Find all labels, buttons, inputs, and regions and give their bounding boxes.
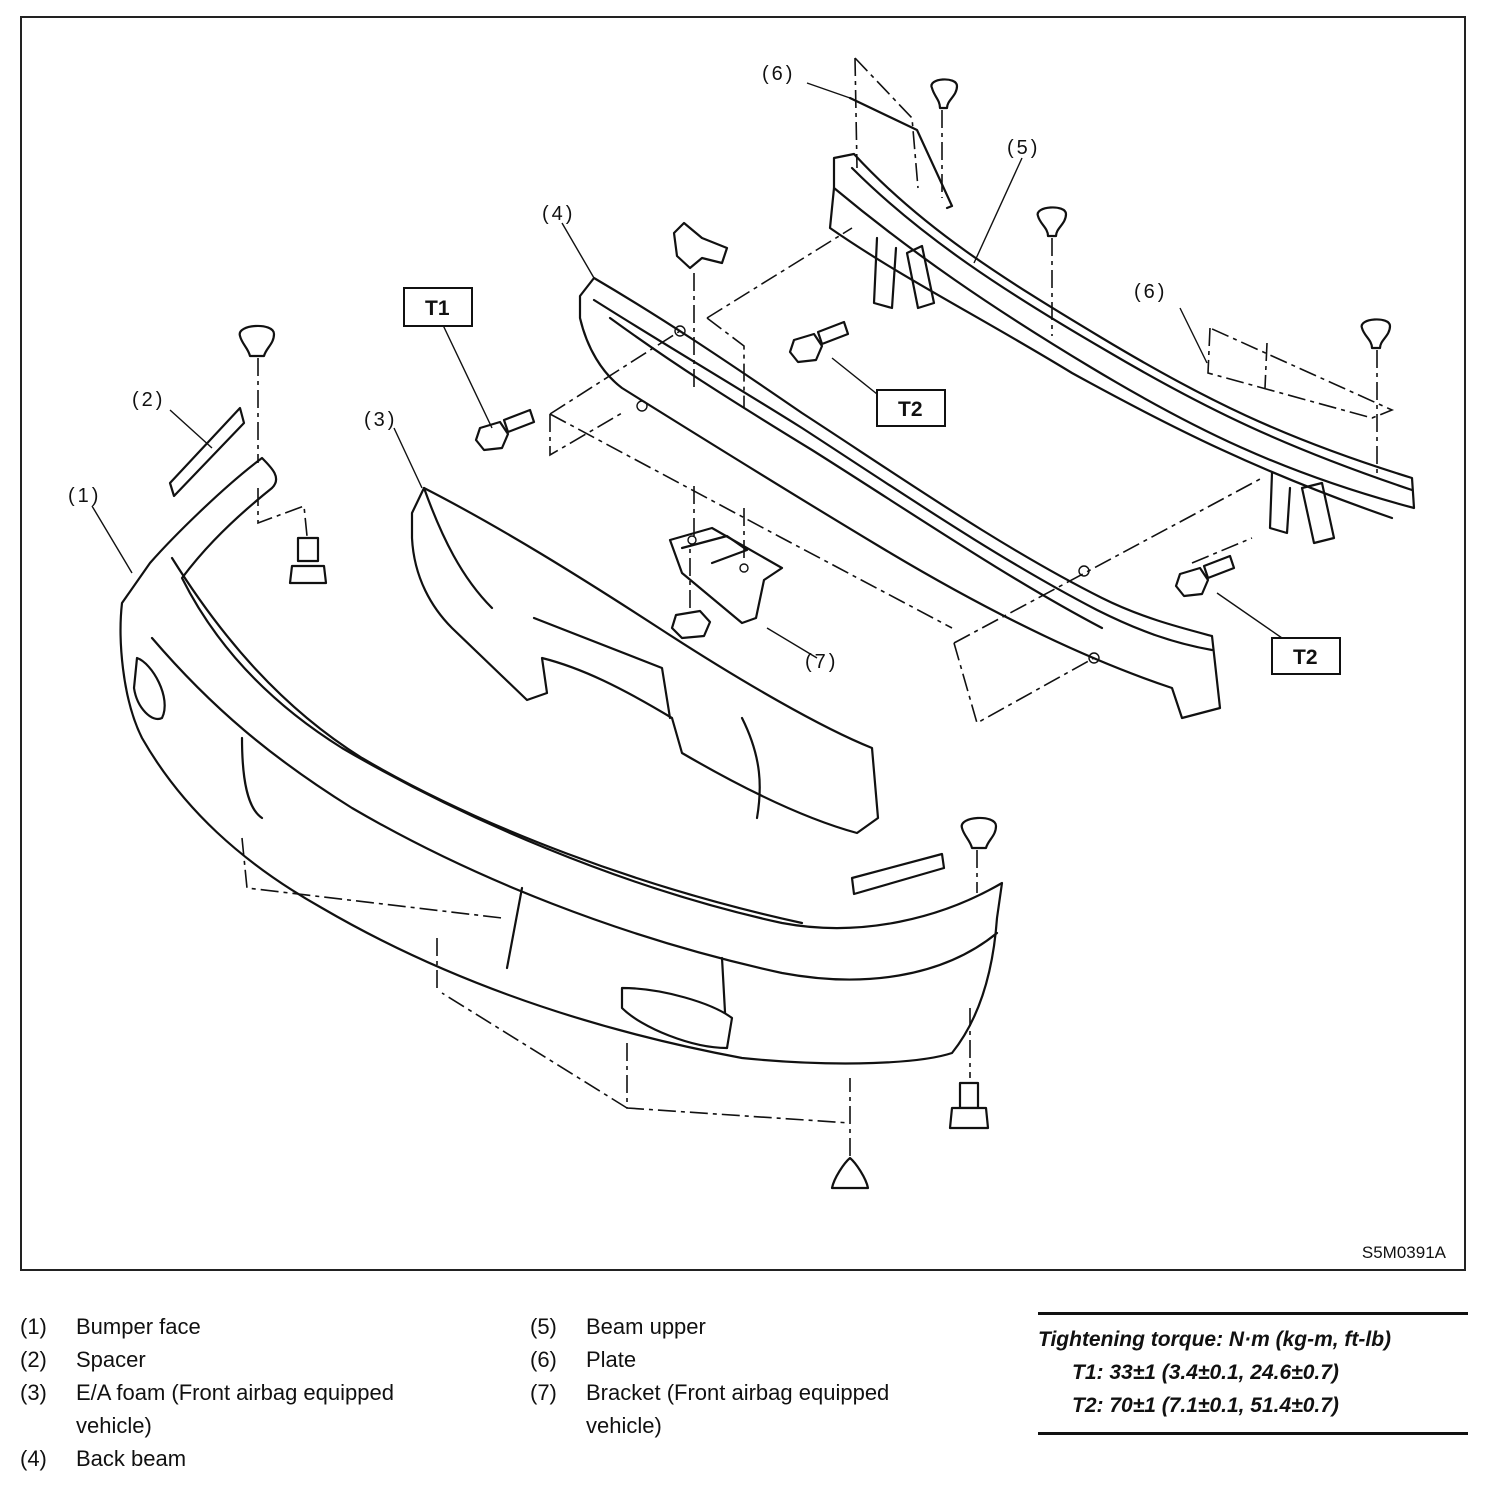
bolt-t2-icon xyxy=(788,320,850,364)
torque-label-t2-upper-text: T2 xyxy=(898,398,923,421)
plate-part-right xyxy=(1207,327,1395,419)
callout-7: (7) xyxy=(805,651,838,673)
bolt-icon xyxy=(948,1008,990,1130)
legend-item: (2) Spacer xyxy=(20,1343,490,1376)
legend-number: (3) xyxy=(20,1380,47,1405)
clip-icon xyxy=(238,324,276,463)
legend-item: (1) Bumper face xyxy=(20,1310,490,1343)
torque-label-t2-lower: T2 xyxy=(1271,637,1341,675)
torque-label-t1: T1 xyxy=(403,287,473,327)
torque-spec-box: Tightening torque: N·m (kg-m, ft-lb) T1:… xyxy=(1038,1312,1468,1435)
torque-t1-spec: T1: 33±1 (3.4±0.1, 24.6±0.7) xyxy=(1072,1361,1339,1384)
torque-heading: Tightening torque: N·m (kg-m, ft-lb) xyxy=(1038,1328,1392,1351)
legend-item: (4) Back beam xyxy=(20,1442,490,1475)
legend-text: vehicle) xyxy=(76,1413,152,1438)
bolt-t2-icon xyxy=(1174,554,1236,598)
beam-upper-part xyxy=(828,152,1416,545)
legend-text: Spacer xyxy=(76,1347,146,1372)
bumper-face-part xyxy=(119,456,1004,1065)
legend-item: (7) Bracket (Front airbag equipped xyxy=(530,1376,970,1409)
torque-label-t2-lower-text: T2 xyxy=(1293,646,1318,669)
legend-column-1: (1) Bumper face (2) Spacer (3) E/A foam (Fr… xyxy=(20,1310,490,1475)
clip-icon xyxy=(1036,206,1068,336)
clip-icon xyxy=(960,816,998,893)
ea-foam-part xyxy=(410,486,880,835)
clip-bracket-icon xyxy=(672,221,729,388)
clip-icon xyxy=(1360,318,1392,473)
callout-4: (4) xyxy=(542,203,575,225)
spacer-part-right xyxy=(850,852,946,896)
legend-item: (3) E/A foam (Front airbag equipped xyxy=(20,1376,490,1409)
clip-icon xyxy=(930,78,959,198)
legend-column-2: (5) Beam upper (6) Plate (7) Bracket (Front… xyxy=(530,1310,970,1442)
legend-item: vehicle) xyxy=(530,1409,970,1442)
assembly-lines xyxy=(549,227,1263,725)
figure-id: S5M0391A xyxy=(1361,1243,1446,1262)
clip-icon xyxy=(830,1078,870,1190)
torque-label-t1-text: T1 xyxy=(425,297,450,320)
legend-number: (5) xyxy=(530,1314,557,1339)
callout-1: (1) xyxy=(68,485,101,507)
callout-6-right: (6) xyxy=(1134,281,1167,303)
nut-icon xyxy=(670,543,712,640)
torque-t2-spec: T2: 70±1 (7.1±0.1, 51.4±0.7) xyxy=(1072,1394,1339,1417)
legend-text: Bumper face xyxy=(76,1314,201,1339)
legend-item: (6) Plate xyxy=(530,1343,970,1376)
legend-number: (2) xyxy=(20,1347,47,1372)
legend-number: (4) xyxy=(20,1446,47,1471)
legend-item: vehicle) xyxy=(20,1409,490,1442)
legend-text: vehicle) xyxy=(586,1413,662,1438)
spacer-part-left xyxy=(168,406,246,498)
legend-number: (7) xyxy=(530,1380,557,1405)
legend-item: (5) Beam upper xyxy=(530,1310,970,1343)
callout-6-top: (6) xyxy=(762,63,795,85)
assembly-lines-bottom xyxy=(241,837,851,1124)
back-beam-part xyxy=(578,276,1222,720)
legend-text: Beam upper xyxy=(586,1314,706,1339)
callout-5: (5) xyxy=(1007,137,1040,159)
callout-3: (3) xyxy=(364,409,397,431)
diagram-frame: (1) (2) (3) (4) (5) (6) (6) (7) T1 T2 T2… xyxy=(20,16,1466,1271)
legend-number xyxy=(20,1409,76,1442)
bolt-t1-icon xyxy=(474,408,536,452)
legend-text: Bracket (Front airbag equipped xyxy=(586,1380,890,1405)
leader-lines xyxy=(91,82,1283,659)
legend-number xyxy=(530,1409,586,1442)
legend-text: Back beam xyxy=(76,1446,187,1471)
legend-number: (1) xyxy=(20,1314,47,1339)
callout-2: (2) xyxy=(132,389,165,411)
bracket-part xyxy=(668,486,784,625)
torque-label-t2-upper: T2 xyxy=(876,389,946,427)
legend-text: E/A foam (Front airbag equipped xyxy=(76,1380,394,1405)
bolt-icon xyxy=(257,488,328,585)
plate-part-left xyxy=(848,57,954,210)
exploded-bumper-diagram: (1) (2) (3) (4) (5) (6) (6) (7) T1 T2 T2 xyxy=(68,57,1416,1190)
legend-text: Plate xyxy=(586,1347,637,1372)
legend-number: (6) xyxy=(530,1347,557,1372)
